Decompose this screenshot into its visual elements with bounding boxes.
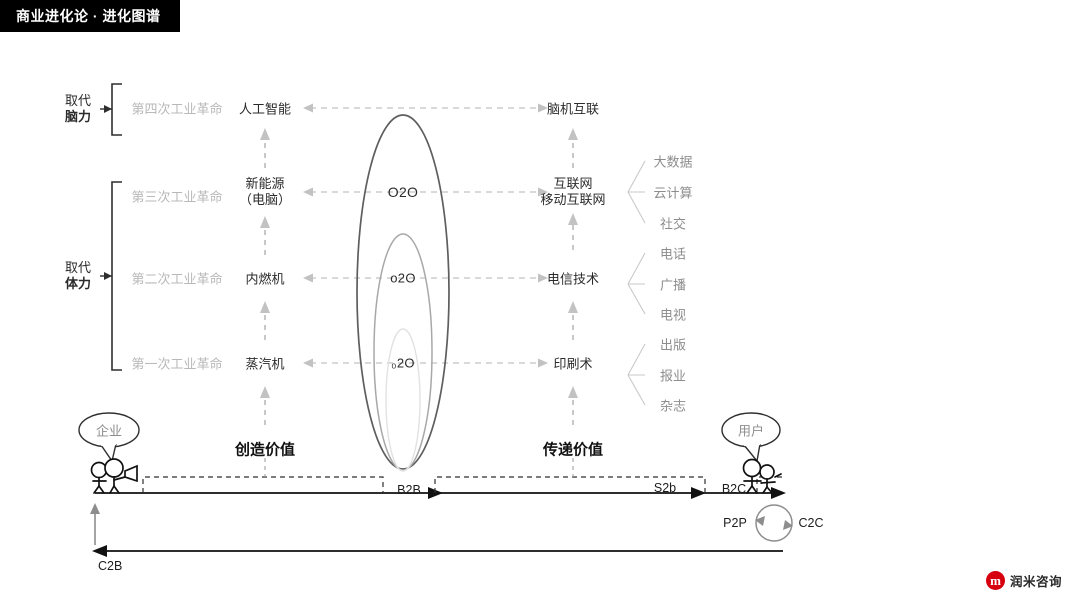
horizontal-link-arrows xyxy=(303,103,548,368)
value-leader-lines xyxy=(264,458,574,477)
branch-item-bigdata: 大数据 xyxy=(653,154,693,170)
branch-item-social: 社交 xyxy=(659,216,687,232)
scope-brackets xyxy=(142,476,783,493)
branch-item-publishing: 出版 xyxy=(659,337,687,353)
model-label-c2b: C2B xyxy=(98,559,123,573)
model-label-b2c: B2C xyxy=(721,482,747,496)
branch-item-cloud: 云计算 xyxy=(653,185,693,201)
logo-mark-icon: m xyxy=(985,571,1005,590)
model-label-b2b: B2B xyxy=(397,483,421,497)
tech-node-steam: 蒸汽机 xyxy=(245,356,285,372)
branch-item-tv: 电视 xyxy=(659,307,687,323)
c2b-vertical-connector xyxy=(90,503,100,545)
user-figures-icon xyxy=(742,458,782,494)
enterprise-speech-bubble xyxy=(78,412,140,463)
tech-node-ai: 人工智能 xyxy=(238,101,292,117)
p2p-c2c-circle xyxy=(755,504,793,542)
tech-node-newenergy: 新能源 （电脑） xyxy=(238,176,292,207)
ellipse-label-mid: o2O xyxy=(390,270,416,286)
ellipse-label-inner: ₀2O xyxy=(391,355,415,371)
model-label-s2b: S2b xyxy=(653,481,677,495)
enterprise-bubble-label: 企业 xyxy=(95,423,123,439)
title-bar: 商业进化论 · 进化图谱 xyxy=(0,0,180,32)
create-value-label: 创造价值 xyxy=(234,441,296,459)
bracket-body xyxy=(100,181,122,371)
deliver-value-label: 传递价值 xyxy=(542,441,604,459)
bracket-brain xyxy=(100,83,122,136)
axis-group-brain: 取代 脑力 xyxy=(64,93,92,124)
model-label-p2p: P2P xyxy=(723,516,747,530)
revolution-era-2: 第二次工业革命 xyxy=(131,271,223,287)
revolution-era-1: 第一次工业革命 xyxy=(131,356,223,372)
info-progression-arrows xyxy=(568,128,578,425)
branch-item-radio: 广播 xyxy=(659,277,687,293)
logo-name: 润米咨询 xyxy=(1009,575,1062,589)
axis-group-body: 取代 体力 xyxy=(64,260,92,291)
info-node-internet: 互联网 移动互联网 xyxy=(540,176,606,207)
o2o-ellipses xyxy=(356,114,450,472)
enterprise-figure-icon xyxy=(90,458,138,494)
model-label-c2c: C2C xyxy=(798,516,824,530)
revolution-era-4: 第四次工业革命 xyxy=(131,101,223,117)
c2b-arrow xyxy=(92,545,783,557)
page-title: 商业进化论 · 进化图谱 xyxy=(16,8,161,24)
user-speech-bubble xyxy=(721,412,781,463)
tech-progression-arrows xyxy=(260,128,270,425)
info-node-brain-link: 脑机互联 xyxy=(546,101,600,117)
user-bubble-label: 用户 xyxy=(737,423,765,439)
brand-logo: m 润米咨询 xyxy=(985,571,1062,590)
info-node-printing: 印刷术 xyxy=(553,356,593,372)
branch-item-phone: 电话 xyxy=(659,246,687,262)
branch-item-magazine: 杂志 xyxy=(659,398,687,414)
revolution-era-3: 第三次工业革命 xyxy=(131,189,223,205)
info-node-telecom: 电信技术 xyxy=(546,271,600,287)
branch-item-newspaper: 报业 xyxy=(659,368,687,384)
value-chain-lines xyxy=(95,487,786,499)
branch-connectors xyxy=(627,160,646,406)
ellipse-label-outer: O2O xyxy=(387,184,419,200)
tech-node-engine: 内燃机 xyxy=(245,271,285,287)
